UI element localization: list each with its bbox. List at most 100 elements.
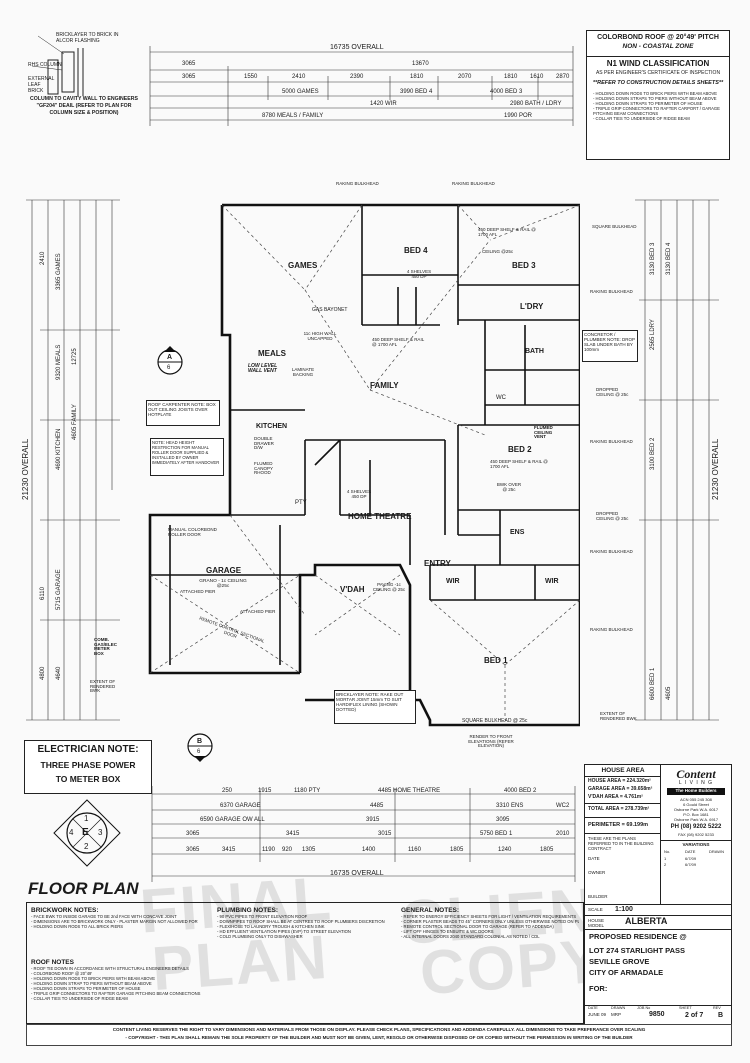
variations-title: VARIATIONS: [682, 842, 710, 847]
section-b-num: 6: [197, 749, 201, 755]
laminate-note: LAMINATE BACKING: [291, 367, 315, 377]
vdah-ceiling-note: PAVING -1c CEILING @ 25c: [372, 582, 406, 592]
footer-line2: - COPYRIGHT - THIS PLAN SHALL REMAIN THE…: [125, 1035, 633, 1040]
bottom-dim: 1240: [498, 847, 512, 853]
section-a-letter: A: [167, 354, 173, 361]
side-dim-left: 4800: [40, 666, 46, 680]
city: CITY OF ARMADALE: [589, 968, 664, 977]
rev-value: B: [718, 1012, 724, 1019]
bottom-dim: 1805: [450, 847, 464, 853]
date-value: JUNE 09: [588, 1012, 607, 1017]
section-marker-b: B 6: [182, 728, 218, 764]
wind-subtitle: AS PER ENGINEER'S CERTIFICATE OF INSPECT…: [595, 70, 721, 76]
roof-box-item: - HOLDING DOWN STRAPS TO PIERS WITHOUT B…: [593, 96, 717, 101]
builder-phone: PH (08) 9202 5222: [670, 824, 722, 830]
floor-plan-title: FLOOR PLAN: [28, 879, 139, 898]
builder-tagline: The Home Builders: [675, 788, 717, 793]
bottom-dim: 3415: [222, 847, 236, 853]
room-wc: WC: [496, 395, 506, 401]
builder-suburb: Osborne Park W.A. 6017: [673, 807, 719, 812]
date-label: DATE: [588, 1006, 598, 1010]
bwk-over-note: BWK OVER @ 25c: [496, 482, 522, 492]
total-area-value: TOTAL AREA = 278.739m²: [588, 806, 650, 812]
top-dim: 1990 POR: [504, 113, 533, 119]
side-dim-left: 6110: [40, 587, 46, 600]
bottom-dim: 1915: [258, 788, 272, 794]
vdah-area-value: V'DAH AREA = 4.761m²: [588, 794, 643, 800]
bottom-dim: 4000 BED 2: [504, 788, 537, 794]
roof-pitch-title: COLORBOND ROOF @ 20°49' PITCH: [597, 34, 719, 41]
bottom-dim: 1180 PTY: [294, 788, 321, 794]
bottom-dim: 4485 HOME THEATRE: [378, 788, 441, 794]
column-detail: BRICKLAYER TO BRICK IN ALCOR FLASHING RH…: [28, 30, 140, 138]
room-laundry: L'DRY: [520, 302, 544, 311]
section-a-num: 6: [167, 365, 171, 371]
side-dim-left: 3365 GAMES: [56, 253, 62, 290]
raking-bulkhead: RAKING BULKHEAD: [590, 439, 633, 444]
rendered-bwk-note: EXTENT OF RENDERED BWK: [90, 679, 116, 693]
brickwork-note-item: - DIMENSIONS ARE TO BRICKWORK ONLY - PLA…: [31, 919, 198, 924]
coastal-zone: NON - COASTAL ZONE: [622, 43, 694, 50]
bottom-dim: 1400: [362, 847, 376, 853]
roof-note-item: - HOLDING DOWN STRAPS TO PERIMETER OF HO…: [31, 986, 141, 991]
room-games: GAMES: [288, 261, 318, 270]
dropped-ceiling: DROPPED CEILING @ 25c: [596, 511, 629, 521]
electrician-note: ELECTRICIAN NOTE: THREE PHASE POWER TO M…: [24, 740, 152, 794]
house-area-box: HOUSE AREA HOUSE AREA = 224.320m² GARAGE…: [584, 764, 662, 906]
roof-box-item: - HOLDING DOWN STRAPS TO PERIMETER OF HO…: [593, 101, 703, 106]
plumbing-note-item: - HD EFFLUENT VENTILATION PIPES (EVP) TO…: [217, 929, 351, 934]
bed2-shelf-note: 450 DEEP SHELF & RAIL @ 1700 AFL: [490, 459, 548, 469]
house-area-title: HOUSE AREA: [601, 767, 645, 774]
title-block: SCALE 1:100 HOUSE MODEL ALBERTA PROPOSED…: [584, 904, 732, 1026]
garage-area-value: GARAGE AREA = 39.658m²: [588, 786, 653, 792]
roof-note-item: - HOLDING DOWN STRAP TO PIERS WITHOUT BE…: [31, 981, 152, 986]
bottom-dim: 3065: [186, 831, 200, 837]
side-dim-right: 4605: [666, 686, 672, 700]
room-wir: WIR: [545, 578, 559, 585]
roof-notes-box: COLORBOND ROOF @ 20°49' PITCH NON - COAS…: [586, 30, 730, 160]
bottom-dim: 4485: [370, 803, 384, 809]
top-dim: 4000 BED 3: [490, 89, 523, 95]
roof-box-item: - COLLAR TIES TO UNDERSIDE OF RIDGE BEAM: [593, 116, 690, 121]
general-note-item: - LIFT OFF HINGES TO ENSUITE & WC DOORS: [401, 929, 494, 934]
floor-plan-walls: [148, 203, 580, 727]
variations-col: No.: [664, 849, 671, 854]
builder-tagline-bar: The Home Builders: [667, 788, 725, 795]
contract-plans-note: THESE ARE THE PLANS REFERRED TO IN THE B…: [588, 836, 654, 851]
plumbing-notes: PLUMBING NOTES: - 90 PVC PIPES TO FRONT …: [217, 907, 397, 939]
room-garage: GARAGE: [206, 566, 242, 575]
room-meals: MEALS: [258, 349, 286, 358]
section-b-letter: B: [197, 738, 203, 745]
head-height-note: NOTE: HEAD HEIGHT RESTRICTION FOR MANUAL…: [150, 438, 224, 476]
bottom-dim: 1190: [262, 847, 275, 853]
half-wall-note: 11c HIGH WALL UNCAPPED: [303, 331, 337, 341]
lot-address: LOT 274 STARLIGHT PASS: [589, 946, 685, 955]
roof-note-item: - ROOF TIE DOWN IN ACCORDANCE WITH STRUC…: [31, 966, 189, 971]
bottom-dim: 3310 ENS: [496, 803, 524, 809]
bottom-dim: 6590 GARAGE OW ALL: [200, 817, 265, 823]
variation-cell: 1: [664, 856, 667, 861]
top-dim: 3065: [182, 61, 196, 67]
side-dim-left: 5715 GARAGE: [56, 569, 62, 610]
variations-col: DRAWN: [709, 849, 724, 854]
room-bed1: BED 1: [484, 656, 508, 665]
top-dim: 5000 GAMES: [282, 89, 319, 95]
house-area-value: HOUSE AREA = 224.320m²: [588, 778, 651, 784]
top-dim: 1610: [530, 74, 544, 80]
bottom-dim: 1160: [408, 847, 421, 853]
top-dim: 3990 BED 4: [400, 89, 433, 95]
side-dim-right: 2565 LDRY: [650, 319, 656, 350]
electrician-line2: TO METER BOX: [55, 774, 121, 784]
top-dimension-lines: [149, 46, 574, 126]
job-value: 9850: [649, 1011, 665, 1018]
electrician-title: ELECTRICIAN NOTE:: [37, 744, 139, 755]
drawn-label: DRAWN: [611, 1006, 626, 1010]
job-label: JOB No: [637, 1006, 651, 1010]
dropped-ceiling: DROPPED CEILING @ 25c: [596, 387, 629, 397]
general-note-item: - ALL INTERNAL DOORS 2040 STANDARD COLON…: [401, 934, 540, 939]
elevation-key-west: 4: [69, 828, 74, 837]
side-dim-left: 9320 MEALS: [56, 344, 62, 380]
side-dim-left: 12725: [72, 348, 78, 365]
top-dim: 1810: [504, 74, 518, 80]
